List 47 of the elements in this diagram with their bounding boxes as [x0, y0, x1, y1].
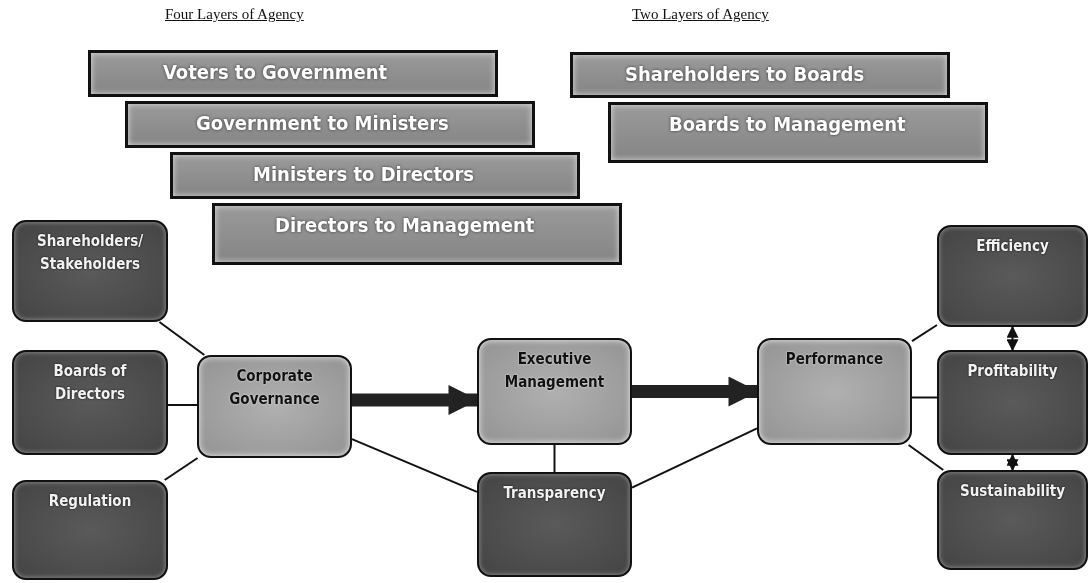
- concept-label: Performance: [785, 349, 884, 370]
- concept-box: [937, 470, 1088, 570]
- concept-label: Regulation: [48, 491, 132, 512]
- concept-label: Transparency: [503, 483, 606, 504]
- layer-label: Ministers to Directors: [253, 162, 475, 186]
- connector-line: [631, 427, 758, 489]
- concept-box: [197, 355, 352, 458]
- concept-box: [937, 225, 1088, 327]
- double-arrow: [1006, 453, 1019, 472]
- concept-label: Sustainability: [960, 481, 1065, 502]
- concept-box: [937, 350, 1088, 455]
- arrow: [632, 376, 759, 407]
- concept-label: Shareholders/ Stakeholders: [35, 231, 145, 276]
- concept-box: [477, 338, 632, 445]
- concept-box: [12, 220, 168, 322]
- concept-label: Profitability: [967, 361, 1058, 382]
- section-heading: Four Layers of Agency: [165, 6, 304, 23]
- layer-label: Shareholders to Boards: [625, 62, 865, 86]
- connector-line: [163, 457, 199, 481]
- agency-layer-bar: [88, 50, 498, 97]
- concept-label: Corporate Governance: [228, 366, 321, 411]
- agency-layer-bar: [608, 102, 988, 163]
- concept-label: Boards of Directors: [52, 361, 128, 406]
- layer-label: Boards to Management: [669, 112, 906, 136]
- connector-line: [158, 321, 206, 356]
- connector-line: [167, 404, 198, 406]
- concept-box: [12, 350, 168, 455]
- agency-layer-bar: [212, 203, 622, 265]
- layer-label: Voters to Government: [163, 60, 388, 84]
- concept-box: [477, 472, 632, 577]
- layer-label: Directors to Management: [275, 213, 535, 237]
- concept-box: [12, 480, 168, 580]
- connector-line: [351, 438, 478, 493]
- connector-line: [553, 444, 556, 473]
- concept-label: Efficiency: [976, 236, 1049, 257]
- agency-layer-bar: [570, 52, 950, 98]
- layer-label: Government to Ministers: [196, 111, 449, 135]
- connector-line: [907, 444, 945, 471]
- double-arrow: [1006, 325, 1019, 352]
- section-heading: Two Layers of Agency: [632, 6, 769, 23]
- agency-layer-bar: [125, 101, 535, 148]
- concept-label: Executive Management: [503, 349, 606, 394]
- arrow: [352, 385, 479, 415]
- concept-box: [757, 338, 912, 445]
- connector-line: [911, 324, 938, 343]
- connector-line: [911, 396, 938, 399]
- agency-layer-bar: [170, 152, 580, 199]
